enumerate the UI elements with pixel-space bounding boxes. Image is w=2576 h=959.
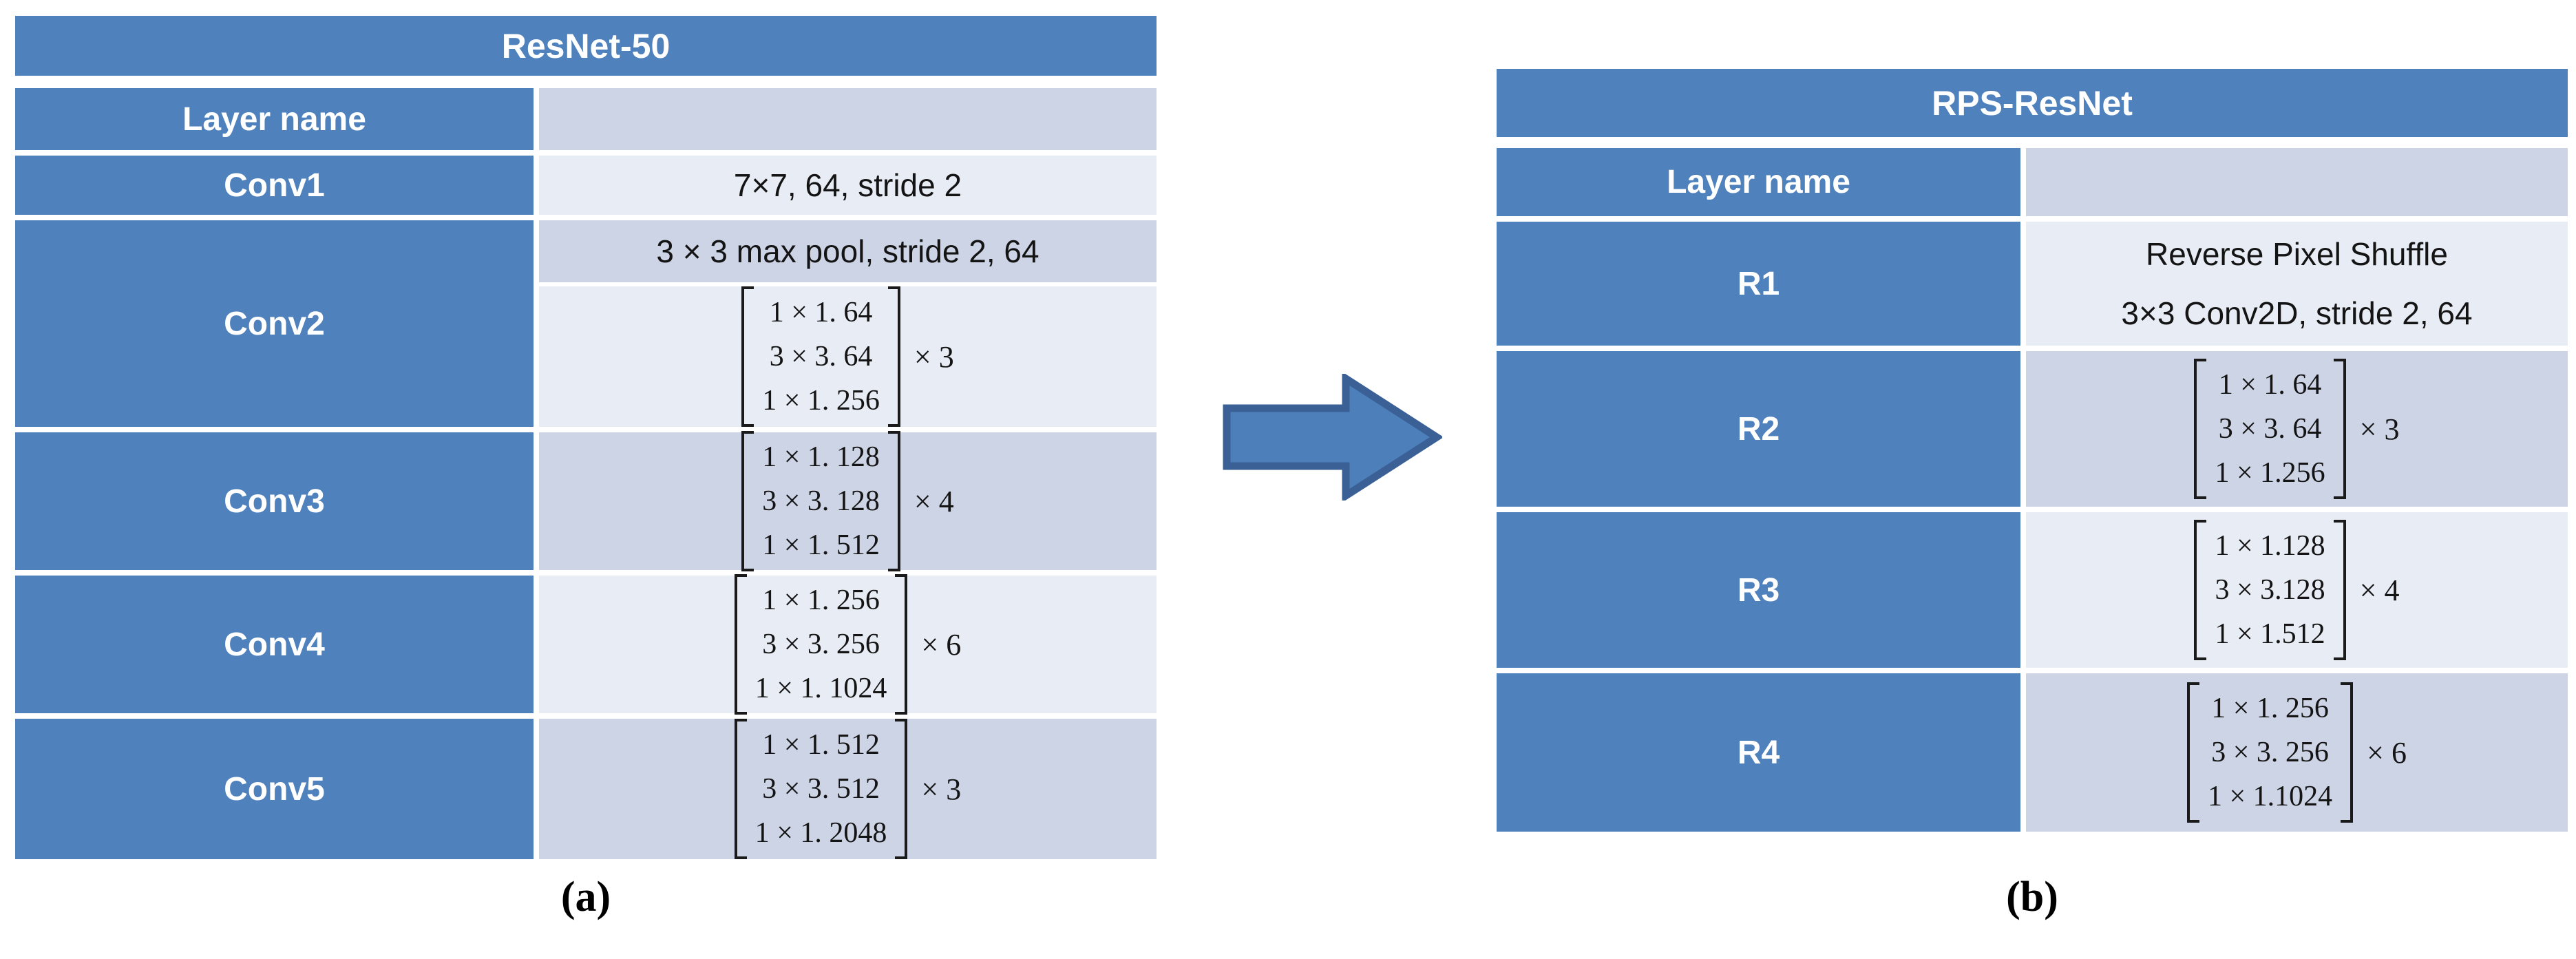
row-conv2: Conv2 3 × 3 max pool, stride 2, 64 1 × 1… [15, 220, 1157, 427]
right-header-empty-cell [2026, 148, 2568, 216]
r1-value-cell: Reverse Pixel Shuffle 3×3 Conv2D, stride… [2026, 222, 2568, 346]
r4-name-cell: R4 [1497, 673, 2020, 832]
conv4-matrix: 1 × 1. 256 3 × 3. 256 1 × 1. 1024 × 6 [734, 574, 962, 715]
resnet50-table: ResNet-50 Layer name Conv1 7×7, 64, stri… [15, 16, 1157, 859]
r3-matrix-lines: 1 × 1.128 3 × 3.128 1 × 1.512 [2215, 530, 2325, 650]
subfigure-label-b: (b) [2006, 874, 2058, 920]
conv5-matrix-cell: 1 × 1. 512 3 × 3. 512 1 × 1. 2048 × 3 [539, 719, 1157, 859]
left-bracket [741, 286, 754, 427]
conv4-matrix-lines: 1 × 1. 256 3 × 3. 256 1 × 1. 1024 [754, 584, 887, 704]
conv2-value-stack: 3 × 3 max pool, stride 2, 64 1 × 1. 64 3… [539, 220, 1157, 427]
r3-name-cell: R3 [1497, 512, 2020, 668]
conv2-maxpool-cell: 3 × 3 max pool, stride 2, 64 [539, 220, 1157, 282]
right-layer-name-header: Layer name [1497, 148, 2020, 216]
left-layer-name-header: Layer name [15, 88, 534, 150]
conv4-multiplier: × 6 [921, 627, 962, 662]
r2-matrix-lines: 1 × 1. 64 3 × 3. 64 1 × 1.256 [2215, 369, 2325, 489]
row-conv3: Conv3 1 × 1. 128 3 × 3. 128 1 × 1. 512 ×… [15, 431, 1157, 571]
conv1-name-cell: Conv1 [15, 156, 534, 215]
r3-matrix: 1 × 1.128 3 × 3.128 1 × 1.512 × 4 [2194, 520, 2400, 660]
conv1-value-cell: 7×7, 64, stride 2 [539, 156, 1157, 215]
left-bracket [734, 719, 747, 859]
rps-resnet-table: RPS-ResNet Layer name R1 Reverse Pixel S… [1497, 69, 2568, 832]
resnet50-table-title: ResNet-50 [15, 16, 1157, 76]
conv2-name-cell: Conv2 [15, 220, 534, 427]
row-r4: R4 1 × 1. 256 3 × 3. 256 1 × 1.1024 × 6 [1497, 673, 2568, 832]
row-conv5: Conv5 1 × 1. 512 3 × 3. 512 1 × 1. 2048 … [15, 719, 1157, 859]
conv3-multiplier: × 4 [914, 484, 954, 518]
right-bracket [887, 286, 900, 427]
r3-matrix-cell: 1 × 1.128 3 × 3.128 1 × 1.512 × 4 [2026, 512, 2568, 668]
right-header-row: Layer name [1497, 148, 2568, 216]
right-bracket [2333, 359, 2346, 499]
conv3-name-cell: Conv3 [15, 432, 534, 570]
left-bracket [2194, 359, 2207, 499]
conv3-matrix: 1 × 1. 128 3 × 3. 128 1 × 1. 512 × 4 [741, 431, 954, 571]
conv5-name-cell: Conv5 [15, 719, 534, 859]
left-header-row: Layer name [15, 88, 1157, 150]
right-bracket [895, 574, 908, 715]
row-conv4: Conv4 1 × 1. 256 3 × 3. 256 1 × 1. 1024 … [15, 574, 1157, 715]
r1-lines: Reverse Pixel Shuffle 3×3 Conv2D, stride… [2121, 236, 2473, 331]
right-bracket [2333, 520, 2346, 660]
r2-matrix-cell: 1 × 1. 64 3 × 3. 64 1 × 1.256 × 3 [2026, 351, 2568, 507]
r4-matrix-lines: 1 × 1. 256 3 × 3. 256 1 × 1.1024 [2207, 693, 2333, 812]
rps-resnet-table-title: RPS-ResNet [1497, 69, 2568, 137]
conv5-matrix-lines: 1 × 1. 512 3 × 3. 512 1 × 1. 2048 [754, 729, 887, 849]
row-r2: R2 1 × 1. 64 3 × 3. 64 1 × 1.256 × 3 [1497, 351, 2568, 507]
left-bracket [2194, 520, 2207, 660]
conv4-matrix-cell: 1 × 1. 256 3 × 3. 256 1 × 1. 1024 × 6 [539, 574, 1157, 715]
conv3-matrix-cell: 1 × 1. 128 3 × 3. 128 1 × 1. 512 × 4 [539, 431, 1157, 571]
r4-matrix: 1 × 1. 256 3 × 3. 256 1 × 1.1024 × 6 [2186, 682, 2407, 823]
conv2-multiplier: × 3 [914, 339, 954, 374]
left-header-empty-cell [539, 88, 1157, 150]
conv2-matrix-lines: 1 × 1. 64 3 × 3. 64 1 × 1. 256 [762, 297, 880, 417]
r4-multiplier: × 6 [2367, 735, 2407, 770]
conv4-name-cell: Conv4 [15, 576, 534, 713]
r4-matrix-cell: 1 × 1. 256 3 × 3. 256 1 × 1.1024 × 6 [2026, 673, 2568, 832]
r2-name-cell: R2 [1497, 351, 2020, 507]
right-bracket [887, 431, 900, 571]
row-r3: R3 1 × 1.128 3 × 3.128 1 × 1.512 × 4 [1497, 512, 2568, 668]
right-bracket [2341, 682, 2354, 823]
r1-name-cell: R1 [1497, 222, 2020, 346]
conv5-multiplier: × 3 [921, 772, 962, 806]
conv3-matrix-lines: 1 × 1. 128 3 × 3. 128 1 × 1. 512 [762, 441, 880, 561]
right-bracket [895, 719, 908, 859]
subfigure-label-a: (a) [560, 874, 611, 920]
left-bracket [741, 431, 754, 571]
conv2-matrix: 1 × 1. 64 3 × 3. 64 1 × 1. 256 × 3 [741, 286, 954, 427]
r2-multiplier: × 3 [2359, 412, 2400, 446]
right-arrow-icon [1222, 371, 1444, 503]
conv2-matrix-cell: 1 × 1. 64 3 × 3. 64 1 × 1. 256 × 3 [539, 286, 1157, 427]
row-r1: R1 Reverse Pixel Shuffle 3×3 Conv2D, str… [1497, 222, 2568, 346]
left-bracket [734, 574, 747, 715]
conv5-matrix: 1 × 1. 512 3 × 3. 512 1 × 1. 2048 × 3 [734, 719, 962, 859]
r2-matrix: 1 × 1. 64 3 × 3. 64 1 × 1.256 × 3 [2194, 359, 2400, 499]
left-bracket [2186, 682, 2199, 823]
r3-multiplier: × 4 [2359, 573, 2400, 607]
row-conv1: Conv1 7×7, 64, stride 2 [15, 156, 1157, 215]
